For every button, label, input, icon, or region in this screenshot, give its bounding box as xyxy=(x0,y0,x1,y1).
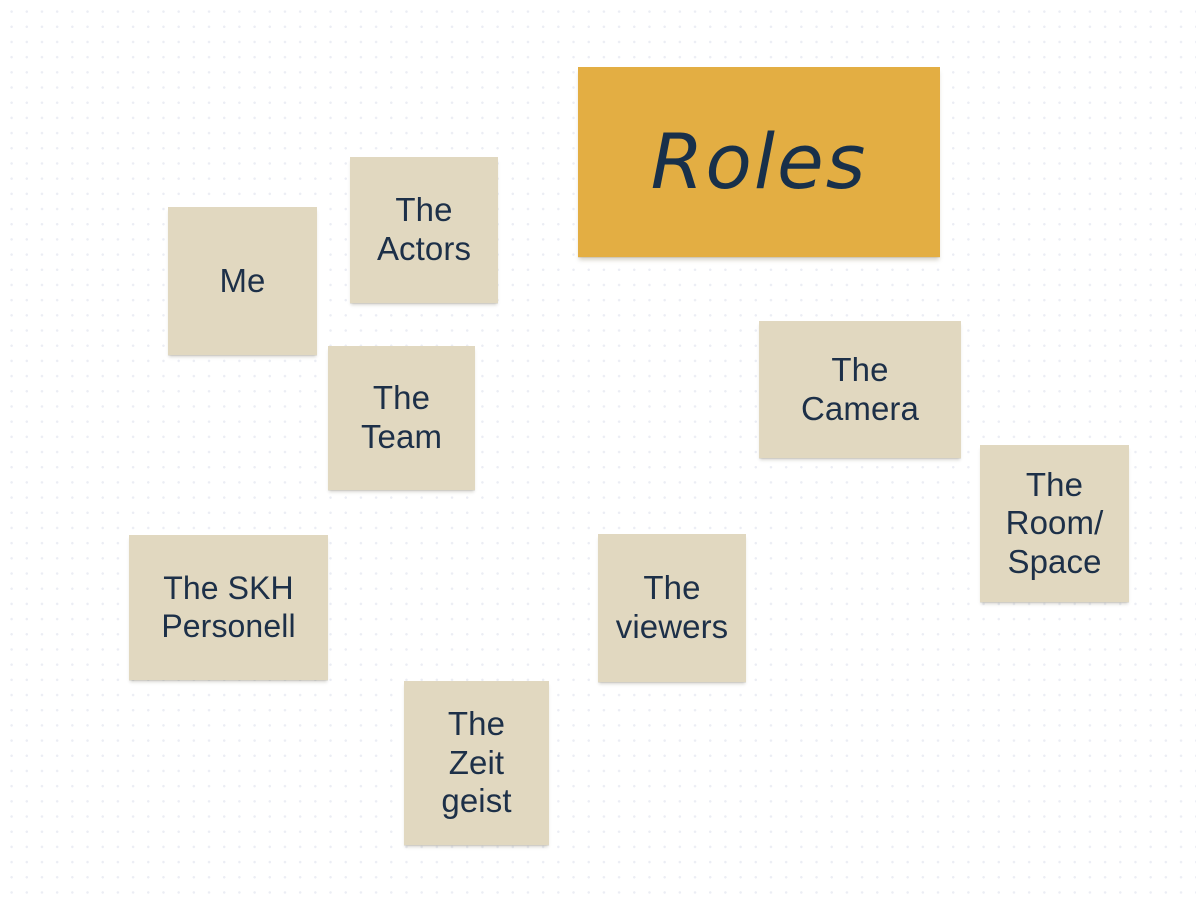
sticky-note-label: Me xyxy=(219,261,266,299)
sticky-note-label: The Actors xyxy=(376,191,472,267)
sticky-note-me[interactable]: Me xyxy=(168,207,317,355)
sticky-note-label: The viewers xyxy=(615,569,729,645)
sticky-note-label: The SKH Personell xyxy=(161,570,296,644)
sticky-note-the-viewers[interactable]: The viewers xyxy=(598,534,746,682)
sticky-note-label: The Team xyxy=(360,379,443,455)
sticky-note-the-camera[interactable]: The Camera xyxy=(759,321,961,458)
sticky-note-label: The Camera xyxy=(801,350,919,427)
title-card-label: Roles xyxy=(650,117,868,206)
sticky-note-label: The Zeit geist xyxy=(441,705,512,820)
sticky-note-the-skh-personell[interactable]: The SKH Personell xyxy=(129,535,328,680)
sticky-note-the-actors[interactable]: The Actors xyxy=(350,157,498,303)
title-card-roles[interactable]: Roles xyxy=(578,67,940,257)
sticky-note-label: The Room/ Space xyxy=(1005,465,1104,580)
sticky-note-the-room-space[interactable]: The Room/ Space xyxy=(980,445,1129,602)
sticky-note-the-zeitgeist[interactable]: The Zeit geist xyxy=(404,681,549,845)
sticky-note-the-team[interactable]: The Team xyxy=(328,346,475,490)
